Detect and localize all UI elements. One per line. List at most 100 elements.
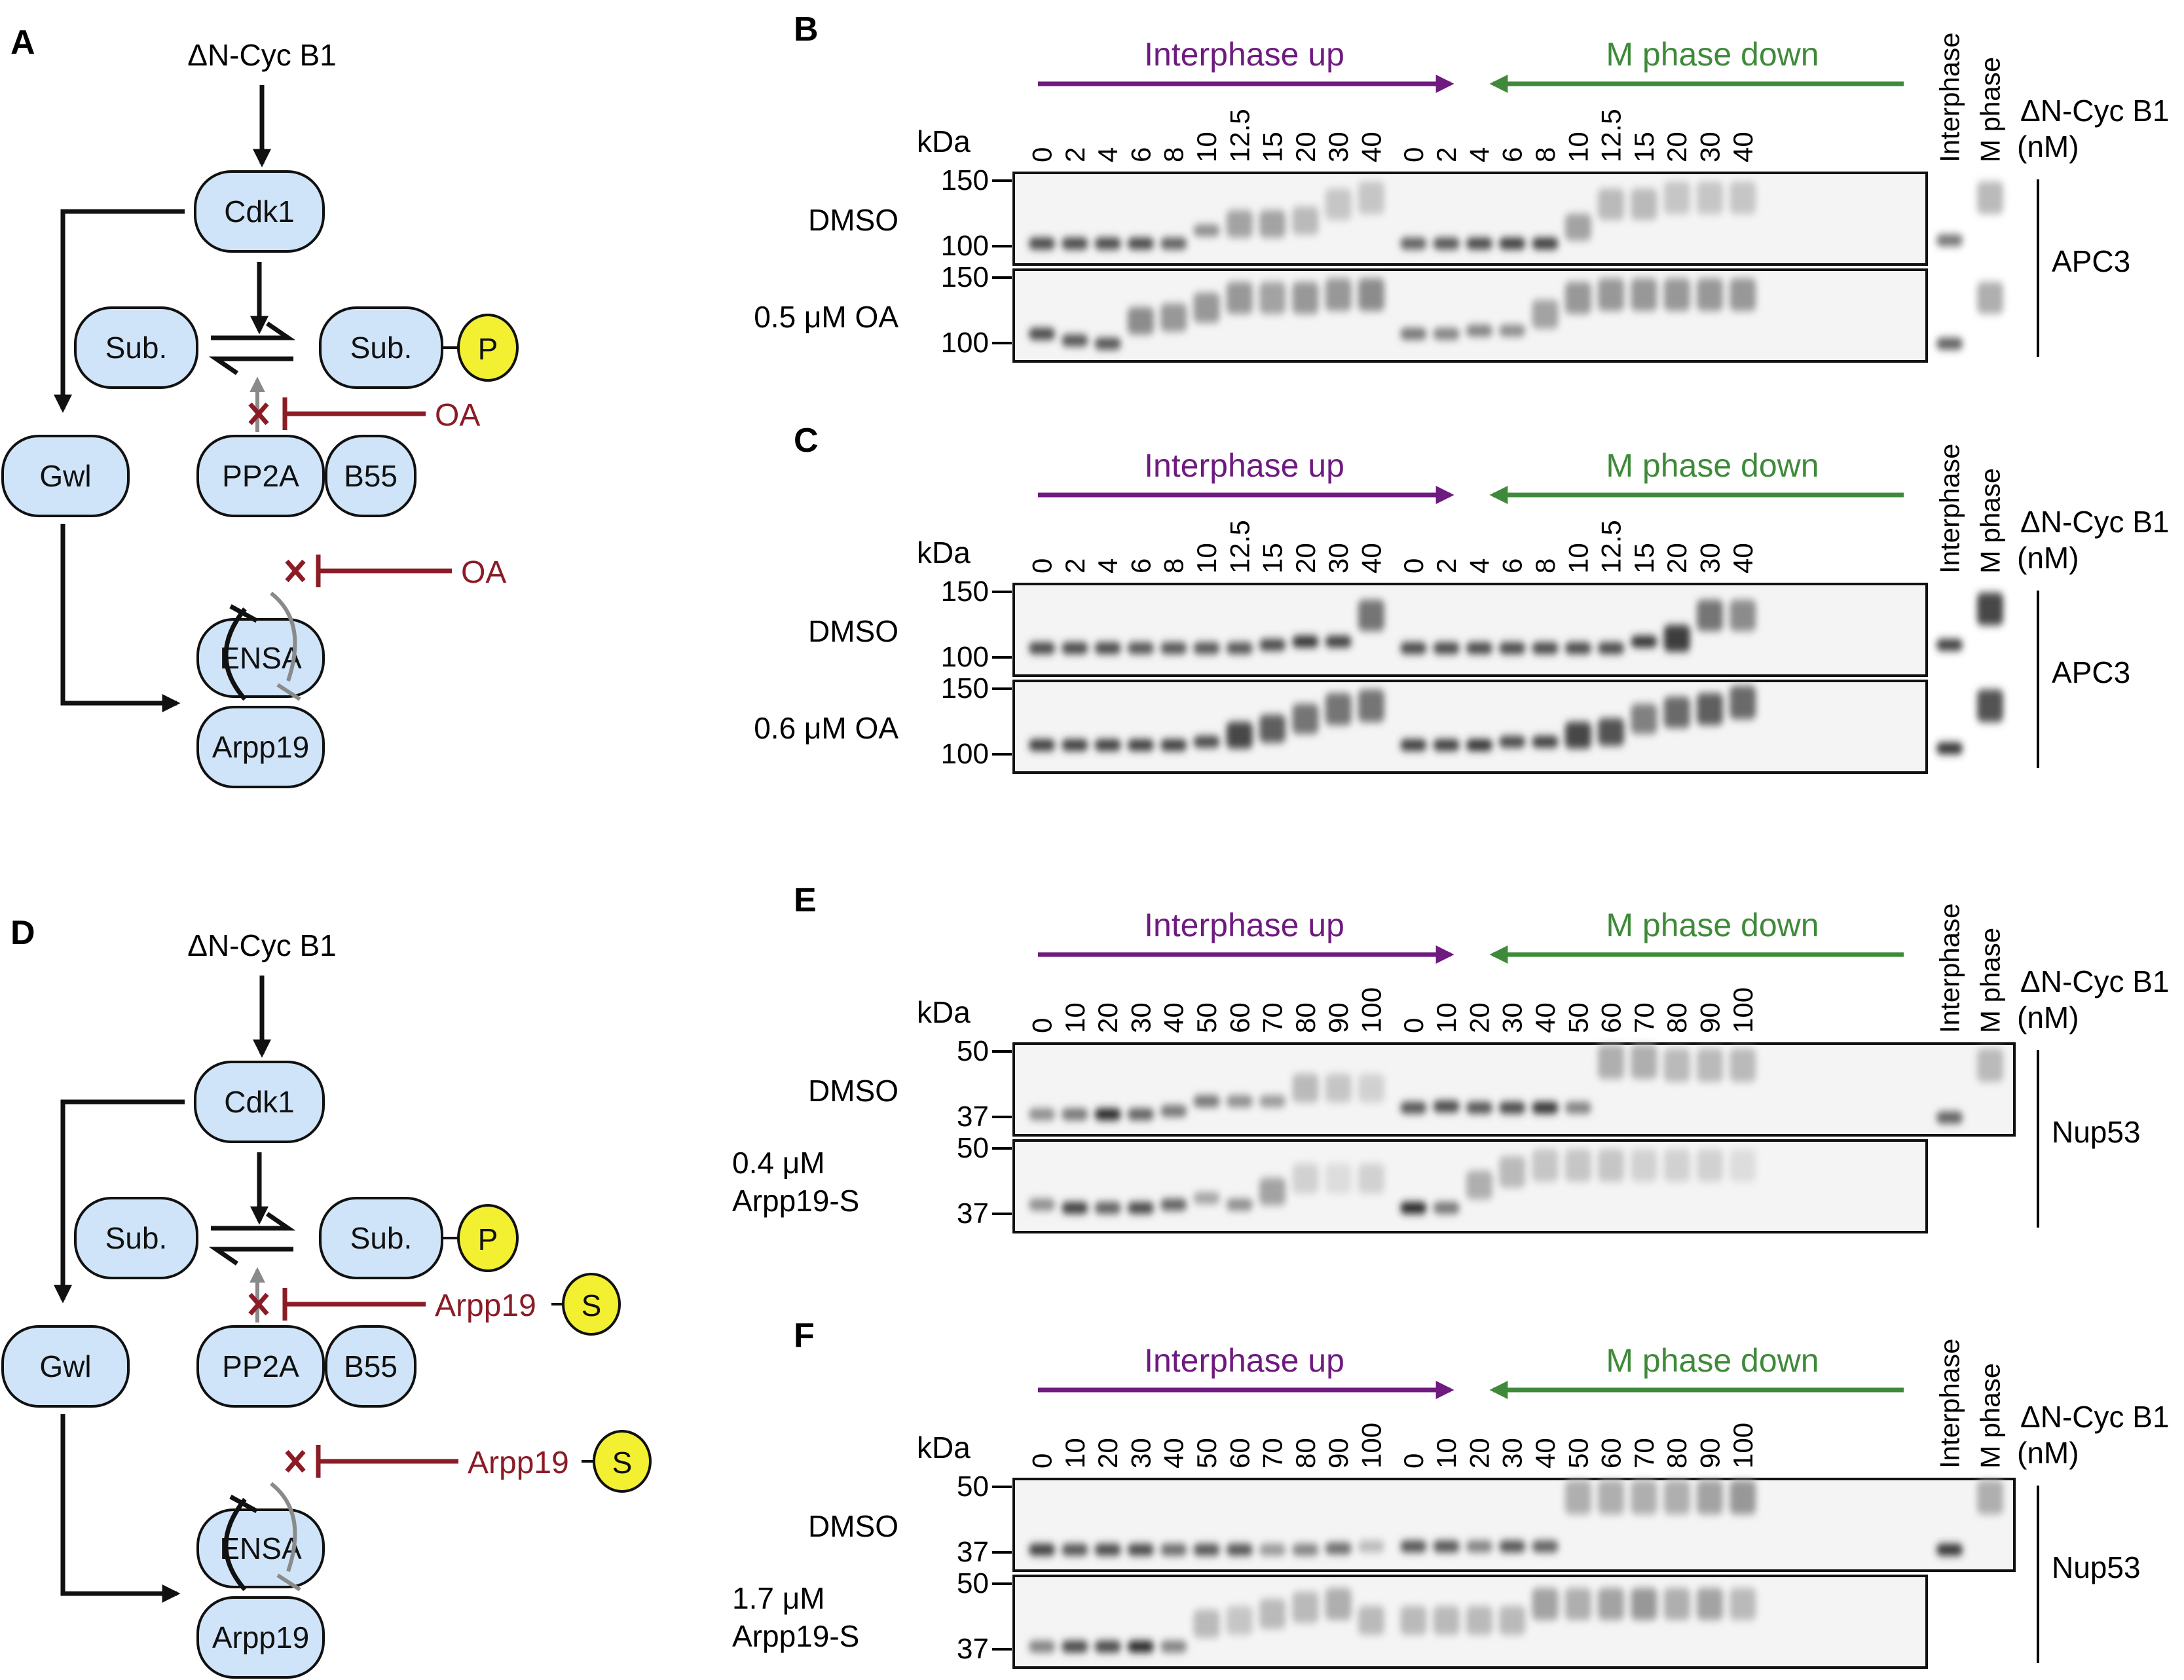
protein-band	[1466, 238, 1492, 249]
protein-band	[1466, 1541, 1492, 1552]
protein-band	[1466, 1171, 1492, 1199]
protein-band	[1160, 1641, 1187, 1653]
interphase-up-label: Interphase up	[1144, 907, 1344, 943]
antibody-label: Nup53	[2052, 1550, 2141, 1584]
cdk1-to-gwl-arrow-icon	[54, 1099, 185, 1304]
protein-band	[1564, 1588, 1591, 1620]
gwl-to-ensa-arrow-icon	[60, 1414, 181, 1603]
protein-band	[1358, 1606, 1384, 1635]
protein-band	[1325, 1074, 1352, 1103]
protein-band	[1564, 1480, 1591, 1514]
panel-letter: C	[794, 422, 819, 460]
protein-band	[1325, 189, 1352, 220]
inhibitor-label: Arpp19	[435, 1288, 536, 1323]
condition-label: 0.4 μM	[732, 1146, 825, 1180]
block-x-icon	[285, 1450, 306, 1473]
node-label-pp2a: PP2A	[222, 459, 299, 493]
lane-label: 30	[1125, 1002, 1156, 1033]
mw-marker-label: 50	[957, 1132, 989, 1164]
blot-membrane	[1012, 583, 1928, 677]
protein-band	[1663, 1480, 1690, 1514]
protein-band	[1466, 325, 1492, 337]
protein-band	[1029, 642, 1055, 654]
lane-label: 6	[1125, 558, 1156, 574]
protein-band	[1358, 278, 1384, 311]
protein-band	[1936, 742, 1963, 754]
mw-marker-label: 100	[941, 327, 989, 359]
lane-label: 20	[1464, 1002, 1494, 1033]
lane-label: 40	[1158, 1438, 1189, 1469]
protein-band	[1564, 642, 1591, 654]
protein-band	[1400, 1541, 1427, 1552]
protein-band	[1325, 693, 1352, 725]
protein-band	[1433, 1101, 1460, 1112]
protein-band	[1977, 1480, 2003, 1514]
protein-band	[1160, 1544, 1187, 1556]
protein-band	[1631, 1480, 1657, 1514]
panel-letter: D	[10, 914, 35, 952]
protein-band	[1433, 328, 1460, 340]
interphase-up-label: Interphase up	[1144, 447, 1344, 484]
panel-letter: B	[794, 10, 819, 48]
protein-band	[1499, 1102, 1526, 1114]
protein-band	[1631, 1045, 1657, 1079]
phospho-label: P	[478, 1222, 498, 1256]
band-group	[1029, 1045, 2003, 1123]
lane-label: 10	[1191, 543, 1222, 574]
modification-label: S	[612, 1446, 633, 1480]
node-label-sub_right: Sub.	[350, 1221, 413, 1255]
lane-label: 60	[1224, 1438, 1255, 1469]
lane-label: 8	[1158, 147, 1189, 162]
m-phase-down-label: M phase down	[1606, 447, 1819, 484]
protein-band	[1127, 1641, 1154, 1653]
protein-band	[1598, 718, 1625, 746]
node-label-arpp19: Arpp19	[212, 1620, 309, 1654]
protein-band	[1697, 600, 1723, 631]
lane-label: 80	[1290, 1002, 1321, 1033]
protein-band	[1325, 1163, 1352, 1194]
protein-band	[1062, 238, 1088, 249]
inhibition-bar-icon	[276, 683, 301, 701]
protein-band	[1292, 206, 1319, 235]
protein-band	[1259, 1599, 1286, 1629]
inhibitor-label: Arpp19	[468, 1446, 569, 1480]
lane-label: 60	[1596, 1438, 1627, 1469]
protein-band	[1292, 1163, 1319, 1194]
protein-band	[1697, 181, 1723, 214]
lane-label: 50	[1191, 1002, 1222, 1033]
antibody-label: Nup53	[2052, 1115, 2141, 1149]
node-sub_right	[319, 306, 443, 389]
lane-label: 10	[1060, 1438, 1090, 1469]
band-group	[1029, 181, 2003, 249]
phospho-circle-icon	[457, 314, 519, 382]
lane-label: 20	[1092, 1002, 1123, 1033]
kda-label: kDa	[917, 536, 971, 570]
band-group	[1029, 278, 2003, 350]
protein-band	[1062, 1202, 1088, 1214]
lane-label: 30	[1695, 132, 1726, 162]
protein-band	[1160, 739, 1187, 751]
protein-band	[1193, 1609, 1220, 1638]
protein-band	[1062, 1108, 1088, 1120]
protein-band	[1499, 736, 1526, 748]
protein-band	[1730, 181, 1756, 214]
protein-band	[1598, 189, 1625, 220]
band-group	[1029, 685, 2003, 754]
mw-marker-label: 100	[941, 230, 989, 262]
node-cdk1	[194, 1061, 325, 1143]
protein-band	[1499, 238, 1526, 249]
mw-marker-label: 150	[941, 672, 989, 704]
protein-band	[1193, 642, 1220, 654]
protein-band	[1598, 1045, 1625, 1079]
protein-band	[1499, 1156, 1526, 1188]
lane-label: 2	[1060, 558, 1090, 574]
node-label-gwl: Gwl	[39, 1349, 91, 1383]
protein-band	[1936, 1112, 1963, 1123]
lane-label: 4	[1464, 558, 1494, 574]
inhibition-bar-icon	[229, 1494, 258, 1514]
control-lane-label: Interphase	[1934, 444, 1965, 574]
protein-band	[1160, 303, 1187, 332]
